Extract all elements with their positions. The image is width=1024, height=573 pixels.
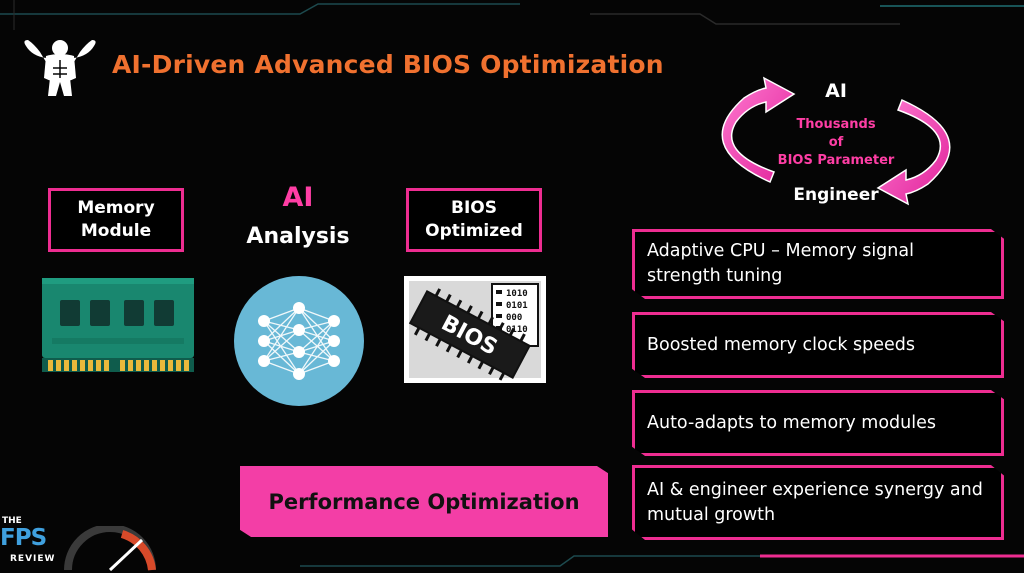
bios-label-line-2: Optimized — [425, 221, 523, 241]
feature-box-4: AI & engineer experience synergy and mut… — [632, 465, 1004, 540]
memory-module-label: Memory Module — [48, 188, 184, 252]
feature-text-1: Adaptive CPU – Memory signal strength tu… — [647, 241, 914, 286]
cycle-middle-line-2: of — [828, 135, 844, 150]
bios-binary-1: 1010 — [506, 289, 528, 299]
cycle-middle-line-3: BIOS Parameter — [777, 153, 895, 168]
logo-the: THE — [2, 516, 22, 526]
memory-label-line-1: Memory — [77, 198, 155, 218]
cycle-arrows-icon — [700, 76, 972, 206]
memory-label-line-2: Module — [80, 221, 152, 241]
cycle-middle-text: Thousands of BIOS Parameter — [756, 116, 916, 170]
feature-text-3: Auto-adapts to memory modules — [647, 412, 936, 433]
bios-optimized-label: BIOS Optimized — [406, 188, 542, 252]
ai-subtitle: Analysis — [246, 224, 350, 249]
performance-optimization-banner: Performance Optimization — [240, 466, 608, 537]
ai-title: AI — [282, 182, 314, 213]
logo-fps: FPS — [0, 525, 47, 551]
cycle-middle-line-1: Thousands — [796, 117, 876, 132]
bios-label-line-1: BIOS — [451, 198, 497, 218]
bios-chip-icon: 1010 0101 000 0110 BIOS — [404, 276, 546, 383]
feature-text-4: AI & engineer experience synergy and mut… — [647, 479, 983, 525]
page-title: AI-Driven Advanced BIOS Optimization — [112, 50, 664, 79]
feature-box-1: Adaptive CPU – Memory signal strength tu… — [632, 229, 1004, 299]
speedometer-icon — [64, 526, 156, 572]
logo-review: REVIEW — [10, 554, 56, 564]
bodybuilder-icon — [18, 38, 102, 98]
neural-network-icon — [234, 276, 364, 406]
feature-box-2: Boosted memory clock speeds — [632, 312, 1004, 378]
bios-binary-4: 0110 — [506, 325, 528, 335]
cycle-engineer-label: Engineer — [793, 185, 879, 205]
memory-module-icon — [42, 278, 194, 374]
bios-binary-2: 0101 — [506, 301, 528, 311]
fps-review-logo: THE FPS REVIEW — [0, 512, 160, 573]
cycle-ai-label: AI — [825, 80, 847, 102]
feature-text-2: Boosted memory clock speeds — [647, 334, 916, 355]
bios-binary-3: 000 — [506, 313, 522, 323]
feature-box-3: Auto-adapts to memory modules — [632, 390, 1004, 456]
